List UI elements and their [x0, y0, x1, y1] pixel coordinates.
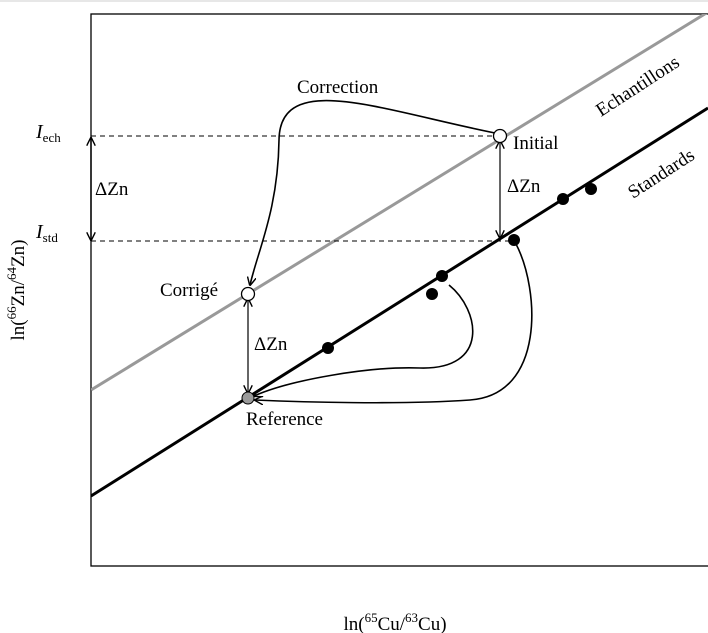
correction-label: Correction	[297, 77, 379, 98]
intercept-i-ech-main: I	[35, 121, 44, 143]
plot-frame	[90, 13, 708, 567]
initial-point	[492, 128, 508, 144]
y-label-base: ln(	[8, 319, 29, 340]
intercept-i-ech-sub: ech	[43, 130, 62, 145]
standards-line	[91, 106, 708, 498]
initial-label: Initial	[513, 133, 558, 154]
intercept-i-std-sub: std	[43, 230, 59, 245]
standard-point	[426, 288, 438, 300]
standard-point	[557, 193, 569, 205]
y-axis-label: ln(66Zn/64Zn)	[4, 240, 29, 341]
y-label-mid: Zn/	[8, 279, 29, 306]
samples-line	[91, 14, 708, 392]
standard-point	[322, 342, 334, 354]
reference-point	[241, 391, 255, 405]
delta-label-left: ΔZn	[95, 179, 129, 200]
standard-point	[436, 270, 448, 282]
x-label-base: ln(	[343, 614, 364, 633]
standard-point	[585, 183, 597, 195]
corrected-point	[240, 286, 256, 302]
x-label-sup2: 63	[405, 610, 418, 625]
delta-label-mid: ΔZn	[507, 176, 541, 197]
x-label-sup1: 65	[365, 610, 378, 625]
y-label-sup1: 66	[4, 306, 19, 320]
standard-point	[508, 234, 520, 246]
intercept-i-std: Istd	[35, 221, 58, 245]
x-label-mid: Cu/	[378, 614, 406, 633]
samples-line-label: Echantillons	[592, 52, 683, 121]
intercept-i-ech: Iech	[35, 121, 61, 145]
reference-label: Reference	[246, 409, 323, 430]
corrected-label: Corrigé	[160, 280, 218, 301]
delta-label-lower: ΔZn	[254, 334, 288, 355]
y-label-sup2: 64	[4, 266, 19, 280]
standard-points	[322, 183, 597, 354]
x-axis-label: ln(65Cu/63Cu)	[343, 610, 446, 633]
y-label-end: Zn)	[8, 240, 29, 267]
x-label-end: Cu)	[418, 614, 447, 633]
intercept-i-std-main: I	[35, 221, 44, 243]
correction-curve	[250, 99, 496, 285]
curve-from-std-1	[254, 284, 474, 396]
curve-from-std-2	[255, 243, 533, 403]
